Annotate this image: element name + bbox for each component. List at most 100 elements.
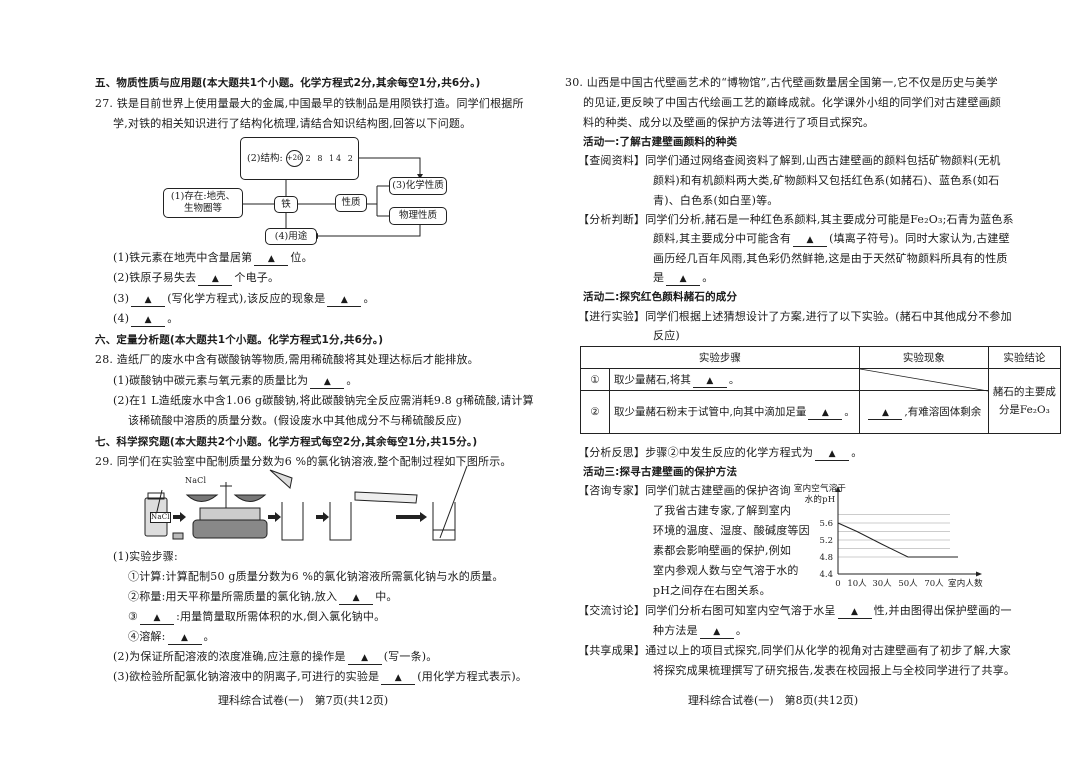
expert-tag: 【咨询专家】 [578, 484, 646, 497]
x-tick-label: 10人 [847, 579, 867, 589]
jar-label: NaCl [150, 512, 171, 523]
experiment-tag: 【进行实验】 [578, 310, 646, 323]
answer-blank: ▲ [699, 626, 734, 639]
ph-series-line [837, 522, 958, 558]
experiment-text: 同学们根据上述猜想设计了方案,进行了以下实验。(赭石中其他成分不参加 [645, 310, 1012, 323]
expert-text-5: 室内参观人数与空气溶于水的 [653, 564, 799, 577]
q29-step3: ③▲:用量筒量取所需体积的水,倒入氯化钠中。 [128, 610, 386, 625]
discuss-text: 同学们分析右图可知室内空气溶于水呈▲性,并由图得出保护壁画的一 [645, 604, 1012, 619]
share-results: 【共享成果】通过以上的项目式探究,同学们从化学的视角对古建壁画有了初步了解,大家 [578, 644, 1011, 658]
expert-text-4: 素都会影响壁画的保护,例如 [653, 544, 792, 557]
reflect-tag: 【分析反思】 [578, 446, 646, 459]
diagonal-slash [860, 369, 988, 391]
answer-blank: ▲ [793, 234, 828, 247]
consult-text-2: 颜料)和有机颜料两大类,矿物颜料又包括红色系(如赭石)、蓝色系(如石 [653, 174, 1000, 187]
shell-1: 2 [305, 153, 313, 163]
analyze-text-4: 是▲。 [653, 271, 714, 286]
structure-box: (2)结构: +26 2 8 14 2 [240, 137, 359, 180]
q27-sub3: (3)▲(写化学方程式),该反应的现象是▲。 [113, 292, 375, 307]
chemical-property-box: (3)化学性质 [389, 177, 447, 195]
discuss-tag: 【交流讨论】 [578, 604, 646, 617]
right-page-footer: 理科综合试卷(一) 第8页(共12页) [688, 694, 859, 707]
answer-blank: ▲ [131, 294, 166, 307]
q29-sub1: (1)实验步骤: [113, 550, 178, 563]
analysis-judgement: 【分析判断】同学们分析,赭石是一种红色系颜料,其主要成分可能是Fe₂O₃;石青为… [578, 213, 1014, 227]
analyze-text: 同学们分析,赭石是一种红色系颜料,其主要成分可能是Fe₂O₃;石青为蓝色系 [645, 213, 1014, 226]
activity-3-title: 活动三:探寻古建壁画的保护方法 [583, 466, 738, 478]
answer-blank: ▲ [666, 273, 701, 286]
row-2-no: ② [580, 390, 610, 434]
conduct-experiment: 【进行实验】同学们根据上述猜想设计了方案,进行了以下实验。(赭石中其他成分不参加 [578, 310, 1012, 324]
y-tick-label: 4.4 [819, 570, 833, 580]
section-6-title: 六、定量分析题(本大题共1个小题。化学方程式1分,共6分。) [95, 334, 384, 346]
x-tick-label: 50人 [898, 579, 918, 589]
consult-tag: 【查阅资料】 [578, 154, 646, 167]
answer-blank: ▲ [140, 612, 175, 625]
expert-text-2: 了我省古建专家,了解到室内 [653, 504, 792, 517]
q27-sub4: (4)▲。 [113, 312, 179, 327]
analyze-text-3: 画历经几百年风雨,其色彩仍然鲜艳,这是由于天然矿物颜料所具有的性质 [653, 252, 1008, 265]
answer-blank: ▲ [381, 672, 416, 685]
analyze-text-2: 颜料,其主要成分中可能含有▲(填离子符号)。同时大家认为,古建壁 [653, 232, 1010, 247]
q29-sub2: (2)为保证所配溶液的浓度准确,应注意的操作是▲(写一条)。 [113, 650, 438, 665]
answer-blank: ▲ [198, 273, 233, 286]
answer-blank: ▲ [837, 606, 872, 619]
y-axis-arrow-icon [835, 486, 841, 492]
question-27-text-cont: 学,对铁的相关知识进行了结构化梳理,请结合知识结构图,回答以下问题。 [113, 117, 472, 130]
q28-sub2: (2)在1 L造纸废水中含1.06 g碳酸钠,将此碳酸钠完全反应需消耗9.8 g… [113, 394, 534, 407]
question-30-text-cont2: 料的种类、成分以及壁画的保护方法等进行了项目式探究。 [583, 116, 875, 129]
reflect-text: 步骤②中发生反应的化学方程式为▲。 [645, 446, 863, 461]
answer-blank: ▲ [339, 592, 374, 605]
existence-box: (1)存在:地壳、生物圈等 [163, 188, 243, 218]
discuss-text-2: 种方法是▲。 [653, 624, 748, 639]
q27-sub1: (1)铁元素在地壳中含量居第▲位。 [113, 251, 313, 266]
electron-shells: 2 8 14 2 [306, 153, 355, 165]
answer-blank: ▲ [310, 376, 345, 389]
analysis-reflection: 【分析反思】步骤②中发生反应的化学方程式为▲。 [578, 446, 862, 461]
answer-blank: ▲ [131, 314, 166, 327]
share-text: 通过以上的项目式探究,同学们从化学的视角对古建壁画有了初步了解,大家 [645, 644, 1011, 657]
shell-3: 14 [328, 153, 344, 163]
q29-step4: ④溶解:▲。 [128, 630, 215, 645]
row-1-phenomenon-empty [858, 368, 989, 391]
experiment-table: 实验步骤 实验现象 实验结论 ① 取少量赭石,将其▲。 赭石的主要成分是Fe₂O… [580, 346, 1061, 434]
analyze-tag: 【分析判断】 [578, 213, 646, 226]
row-2-phenomenon: ▲,有难溶固体剩余 [858, 390, 989, 434]
x-axis-arrow-icon [976, 571, 982, 577]
question-30-text: 30. 山西是中国古代壁画艺术的“博物馆”,古代壁画数量居全国第一,它不仅是历史… [565, 76, 998, 89]
activity-1-title: 活动一:了解古建壁画颜料的种类 [583, 136, 738, 148]
answer-blank: ▲ [254, 253, 289, 266]
consult-materials: 【查阅资料】同学们通过网络查阅资料了解到,山西古建壁画的颜料包括矿物颜料(无机 [578, 154, 1001, 168]
answer-blank: ▲ [692, 375, 727, 388]
expert-text-3: 环境的温度、湿度、酸碱度等因 [653, 524, 810, 537]
q28-sub2-cont: 该稀硫酸中溶质的质量分数。(假设废水中其他成分不与稀硫酸反应) [128, 414, 462, 427]
experiment-text-2: 反应) [653, 329, 680, 342]
q29-step1: ①计算:计算配制50 g质量分数为6 %的氯化钠溶液所需氯化钠与水的质量。 [128, 570, 504, 583]
x-tick-label: 30人 [872, 579, 892, 589]
section-7-title: 七、科学探究题(本大题共2个小题。化学方程式每空2分,其余每空1分,共15分。) [95, 436, 478, 448]
shell-4: 2 [347, 153, 355, 163]
x-tick-label: 0 [835, 579, 840, 589]
answer-blank: ▲ [815, 448, 850, 461]
y-tick-label: 4.8 [819, 553, 833, 563]
answer-blank: ▲ [327, 294, 362, 307]
row-1-step: 取少量赭石,将其▲。 [609, 368, 860, 391]
question-28-text: 28. 造纸厂的废水中含有碳酸钠等物质,需用稀硫酸将其处理达标后才能排放。 [95, 353, 479, 366]
chart-y-label: 室内空气溶于水的pH [793, 484, 847, 505]
q28-sub1: (1)碳酸钠中碳元素与氧元素的质量比为▲。 [113, 374, 358, 389]
answer-blank: ▲ [808, 407, 843, 420]
iron-center-box: 铁 [274, 196, 298, 213]
chart-x-label: 室内人数 [948, 579, 983, 589]
x-tick-label: 70人 [924, 579, 944, 589]
question-30-text-cont: 的见证,更反映了中国古代绘画工艺的巅峰成就。化学课外小组的同学们对古建壁画颜 [583, 96, 1002, 109]
answer-blank: ▲ [167, 632, 202, 645]
nucleus-icon: +26 [285, 150, 303, 167]
y-tick-label: 5.2 [819, 536, 833, 546]
consult-text-3: 青)、白色系(如白垩)等。 [653, 194, 779, 207]
q29-sub3: (3)欲检验所配氯化钠溶液中的阴离子,可进行的实验是▲(用化学方程式表示)。 [113, 670, 528, 685]
share-text-2: 将探究成果梳理撰写了研究报告,发表在校园报上与全校同学进行了共享。 [653, 664, 1016, 677]
consult-text: 同学们通过网络查阅资料了解到,山西古建壁画的颜料包括矿物颜料(无机 [645, 154, 1001, 167]
y-tick-label: 5.6 [819, 519, 833, 529]
